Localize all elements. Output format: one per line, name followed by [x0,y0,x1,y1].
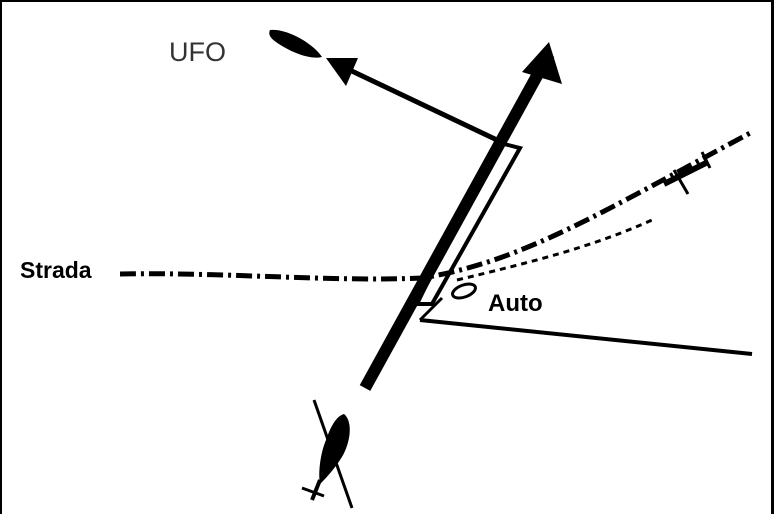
ufo-label: UFO [169,37,226,67]
road-secondary-path [456,218,653,282]
parallel-bar-outline [413,139,524,306]
ufo-arrow-line [335,61,499,143]
airplane-icon [662,151,712,195]
main-trajectory-arrowhead [522,42,562,84]
ground-vertical [418,296,444,322]
road-label: Strada [20,257,92,283]
car-label: Auto [488,290,543,317]
ufo-icon [269,29,322,58]
ufo-arrow-head [326,58,358,86]
helicopter-icon [301,399,354,509]
ground-line [419,318,753,356]
car-icon [451,282,477,300]
